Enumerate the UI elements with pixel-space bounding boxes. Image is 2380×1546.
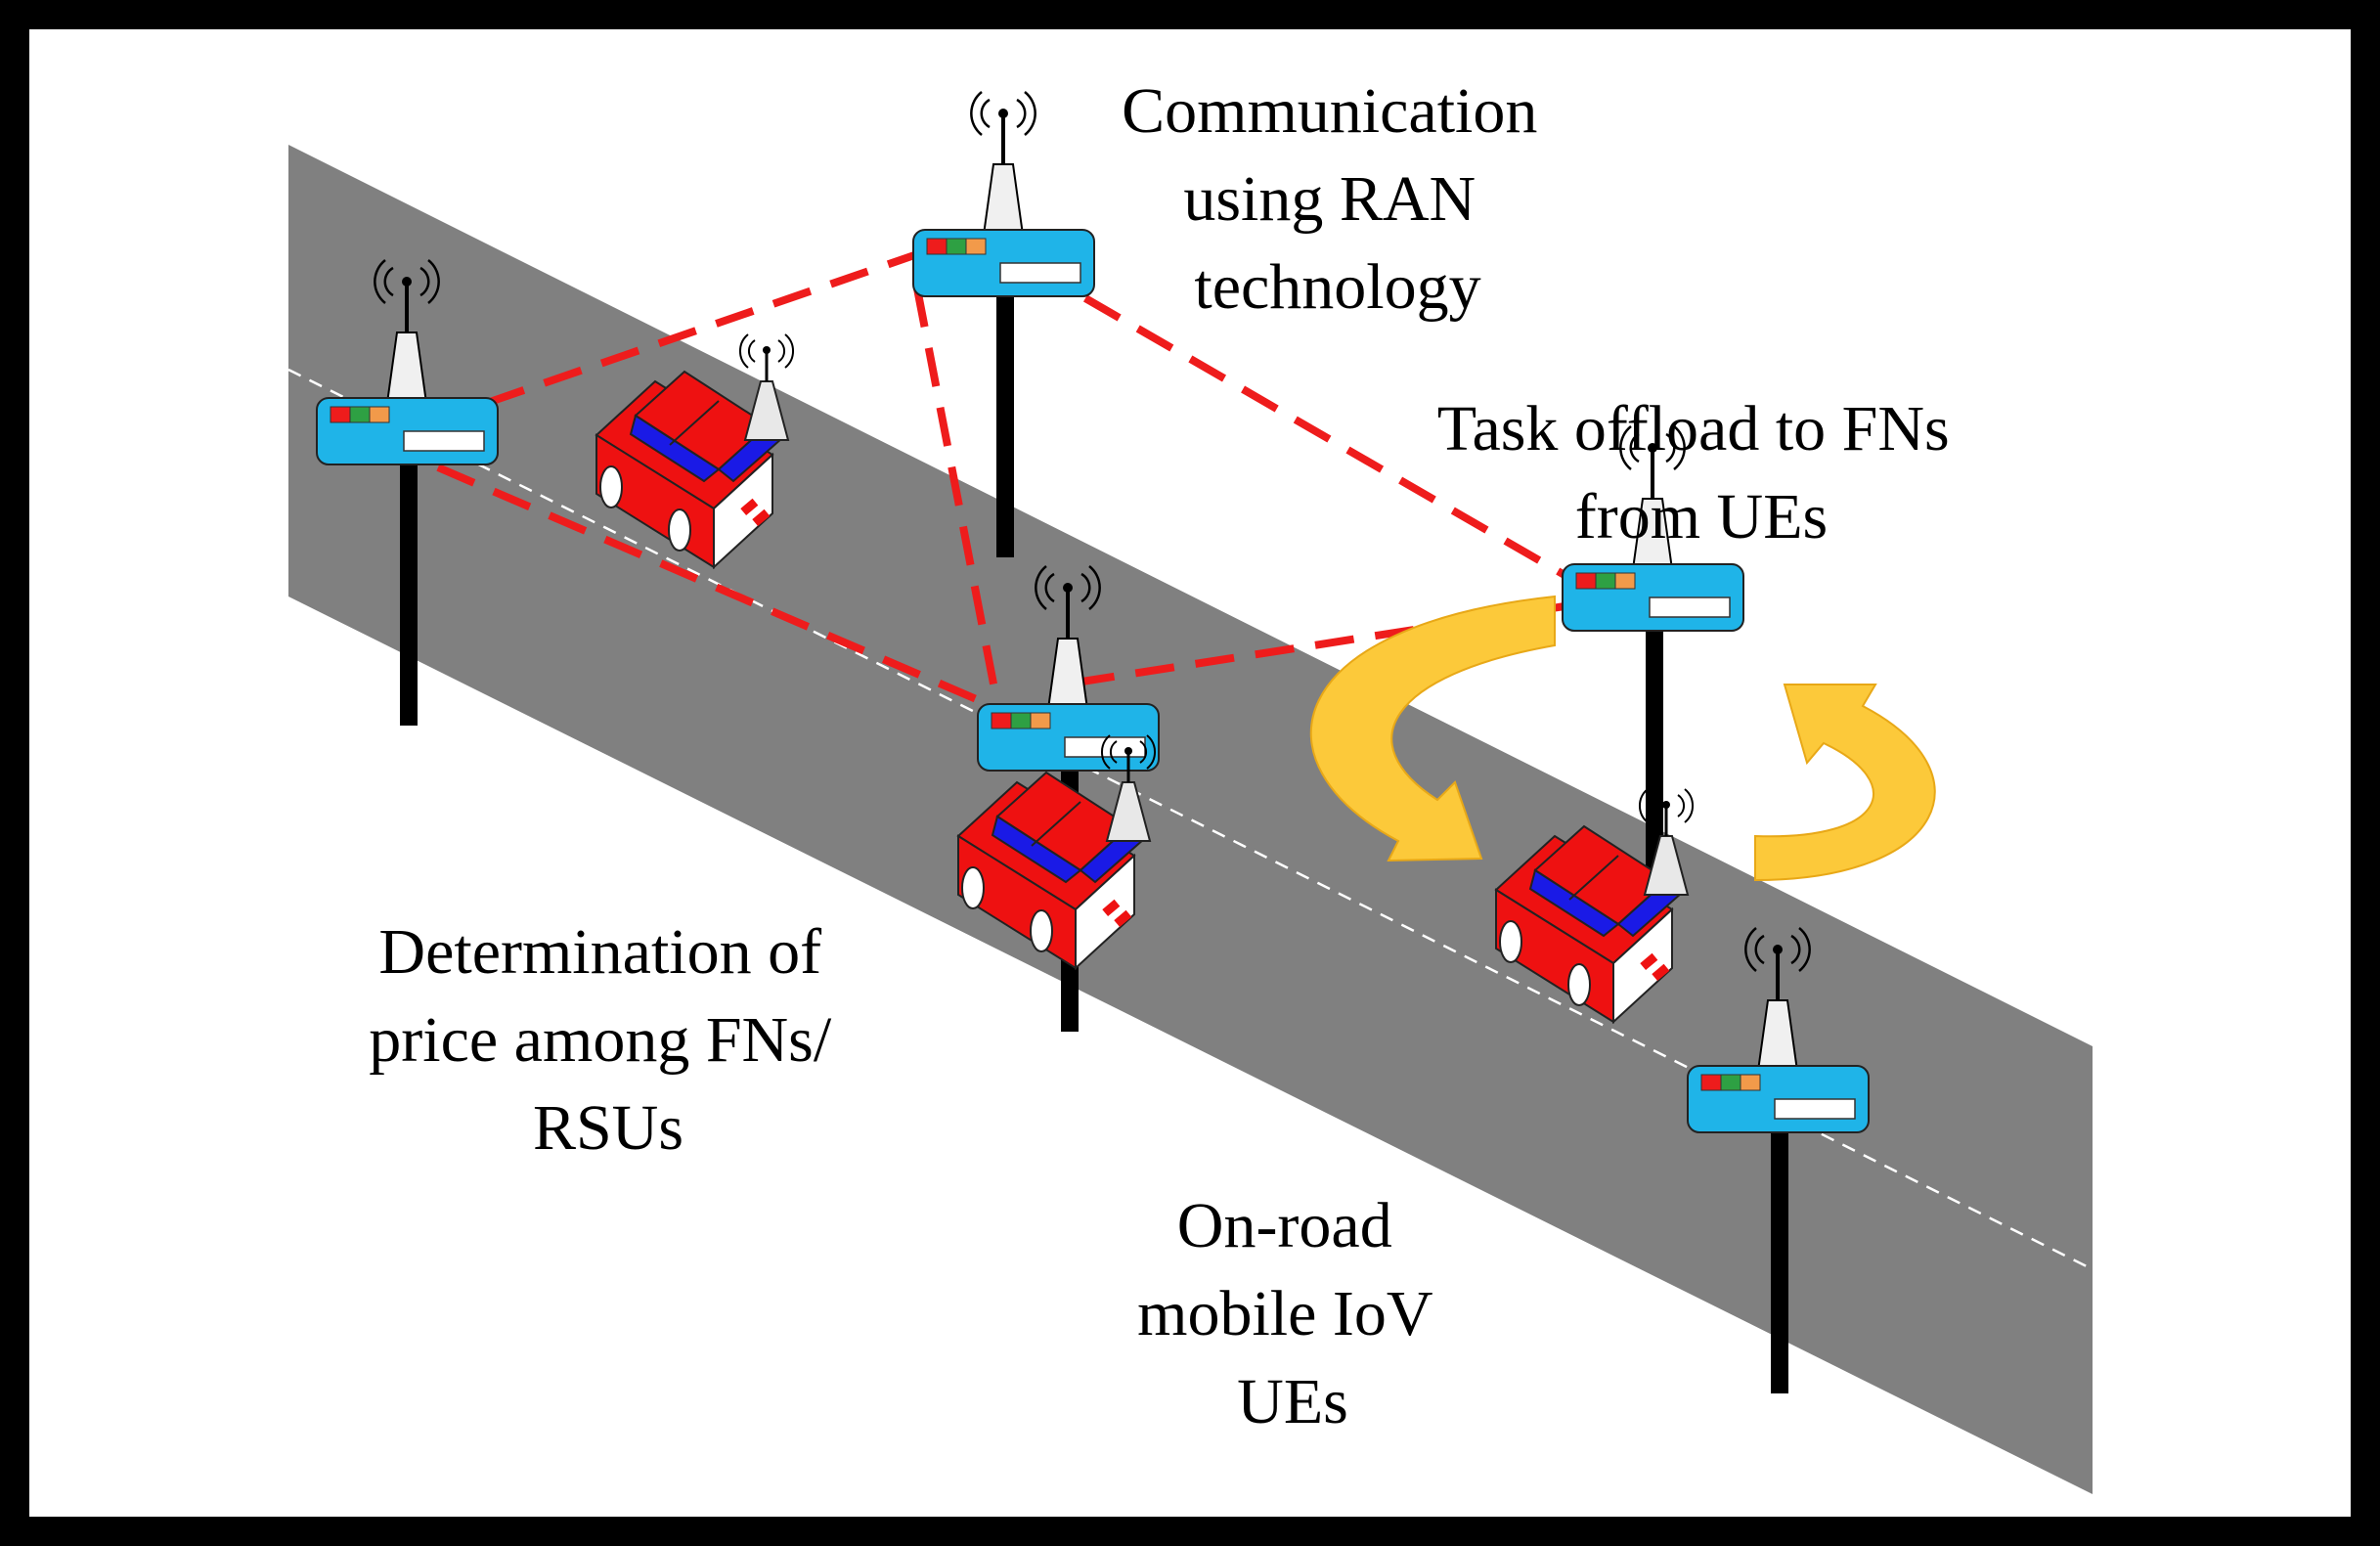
communication-label-line-3: technology [1194, 251, 1480, 323]
price-label-line-1: Determination of [378, 916, 821, 988]
task-offload-label-line-2: from UEs [1575, 481, 1828, 552]
task-offload-label: Task offload to FNs from UEs [1437, 393, 1965, 552]
communication-label: Communication using RAN technology [1122, 75, 1554, 323]
communication-label-line-2: using RAN [1183, 163, 1476, 235]
curved-arrow-icon [1754, 684, 1936, 882]
price-determination-label: Determination of price among FNs/ RSUs [369, 916, 847, 1164]
curved-arrow-icon [1309, 595, 1556, 862]
link-rsu1-rsu2 [485, 250, 919, 407]
price-label-line-2: price among FNs/ [369, 1004, 832, 1076]
price-label-line-3: RSUs [533, 1092, 683, 1164]
communication-links [436, 250, 1567, 708]
link-rsu1-rsu3 [436, 464, 990, 708]
mobile-ues-label: On-road mobile IoV UEs [1137, 1190, 1448, 1437]
task-offload-label-line-1: Task offload to FNs [1437, 393, 1950, 464]
link-rsu2-rsu3 [913, 287, 1001, 705]
link-rsu2-rsu4 [1082, 294, 1567, 579]
mobile-label-line-1: On-road [1177, 1190, 1392, 1261]
link-rsu3-rsu4 [1075, 602, 1565, 686]
mobile-label-line-3: UEs [1237, 1366, 1348, 1437]
communication-label-line-1: Communication [1122, 75, 1537, 147]
mobile-label-line-2: mobile IoV [1137, 1278, 1432, 1349]
lane-marking [287, 368, 2094, 1271]
